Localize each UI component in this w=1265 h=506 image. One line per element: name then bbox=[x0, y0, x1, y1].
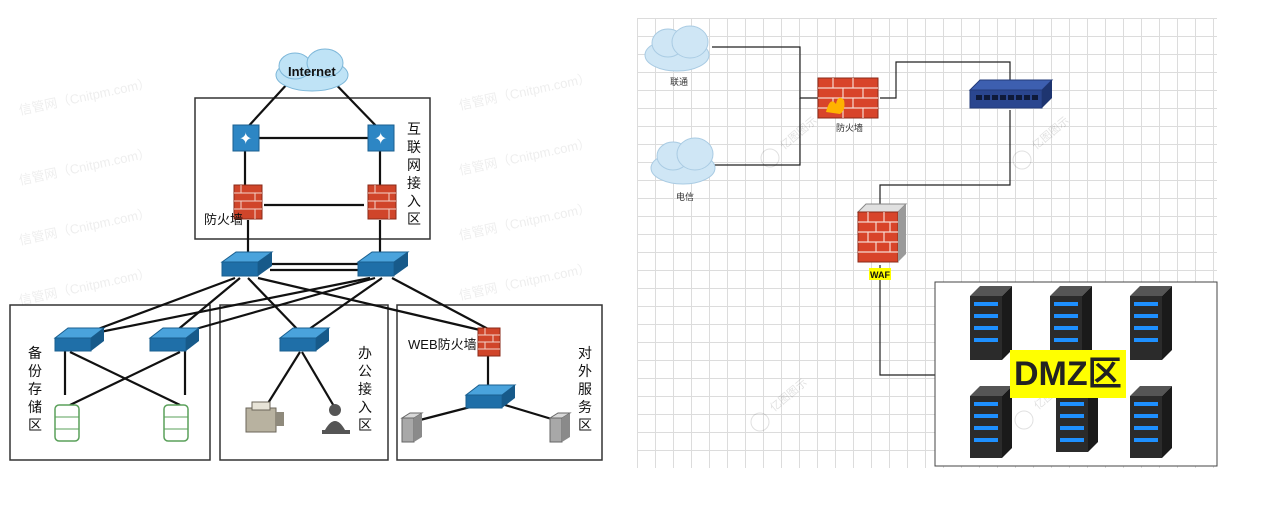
network-links bbox=[712, 46, 1011, 376]
svg-text:区: 区 bbox=[28, 417, 42, 433]
user-icon bbox=[322, 404, 350, 434]
zone-label-external-service: 对 外 服 务 区 bbox=[578, 345, 592, 433]
internet-access-zone-box bbox=[194, 97, 431, 240]
network-links bbox=[63, 69, 556, 422]
zone-label-storage: 备 份 存 储 区 bbox=[28, 345, 42, 433]
svg-text:入: 入 bbox=[407, 193, 421, 209]
svg-text:公: 公 bbox=[358, 363, 372, 379]
svg-text:存: 存 bbox=[28, 381, 42, 397]
svg-text:区: 区 bbox=[407, 211, 421, 227]
waf-firewall-icon bbox=[856, 203, 908, 263]
svg-text:份: 份 bbox=[28, 363, 42, 379]
web-firewall-label: WEB防火墙 bbox=[408, 337, 477, 352]
internet-label: Internet bbox=[288, 64, 336, 79]
svg-text:区: 区 bbox=[578, 417, 592, 433]
svg-text:办: 办 bbox=[358, 345, 372, 361]
waf-label: WAF bbox=[870, 270, 890, 280]
svg-text:外: 外 bbox=[578, 363, 592, 379]
svg-text:对: 对 bbox=[578, 345, 592, 361]
svg-text:亿图图示: 亿图图示 bbox=[1030, 114, 1072, 152]
zone-label-internet-access: 互 联 网 接 入 区 bbox=[407, 121, 421, 227]
cloud-icon bbox=[644, 25, 710, 72]
router-icon: ✦ bbox=[232, 124, 260, 152]
zone-label-office: 办 公 接 入 区 bbox=[358, 345, 372, 433]
server-rack-icon bbox=[1130, 386, 1172, 458]
svg-text:✦: ✦ bbox=[374, 131, 387, 148]
router-icon: ✦ bbox=[367, 124, 395, 152]
storage-disk-icon bbox=[54, 404, 80, 442]
office-switch-icon bbox=[278, 327, 331, 352]
server-rack-icon bbox=[1050, 286, 1092, 360]
dmz-servers bbox=[970, 286, 1172, 458]
svg-text:亿图图示: 亿图图示 bbox=[768, 376, 810, 414]
firewall-icon bbox=[233, 184, 263, 220]
svg-text:亿图图示: 亿图图示 bbox=[778, 114, 820, 152]
svg-text:接: 接 bbox=[358, 381, 372, 397]
left-network-diagram: Internet ✦ ✦ 防火墙 bbox=[9, 48, 603, 461]
printer-icon bbox=[245, 401, 284, 433]
storage-disk-icon bbox=[163, 404, 189, 442]
web-firewall-icon bbox=[477, 327, 501, 357]
core-switch-icon bbox=[356, 251, 410, 277]
storage-switch-icon bbox=[53, 327, 106, 352]
server-icon bbox=[400, 412, 424, 443]
server-rack-icon bbox=[970, 386, 1012, 458]
svg-text:✦: ✦ bbox=[239, 131, 252, 148]
svg-text:互: 互 bbox=[407, 121, 421, 137]
office-zone-box bbox=[219, 304, 389, 461]
server-rack-icon bbox=[1130, 286, 1172, 360]
storage-zone-box bbox=[9, 304, 211, 461]
storage-switch-icon bbox=[148, 327, 201, 352]
isp-telecom-label: 电信 bbox=[676, 191, 694, 202]
svg-text:备: 备 bbox=[28, 345, 42, 361]
dmz-zone-label: DMZ区 bbox=[1010, 350, 1126, 398]
svg-text:入: 入 bbox=[358, 399, 372, 415]
firewall-icon bbox=[817, 77, 879, 119]
server-icon bbox=[548, 412, 572, 443]
svg-text:接: 接 bbox=[407, 175, 421, 191]
external-switch-icon bbox=[464, 384, 517, 409]
internet-cloud-icon bbox=[275, 48, 349, 92]
server-rack-icon bbox=[970, 286, 1012, 360]
svg-text:储: 储 bbox=[28, 399, 42, 415]
cloud-icon bbox=[650, 137, 716, 185]
svg-text:务: 务 bbox=[578, 399, 592, 415]
svg-text:服: 服 bbox=[578, 381, 592, 397]
svg-text:联: 联 bbox=[407, 139, 421, 155]
external-service-zone-box bbox=[396, 304, 603, 461]
isp-unicom-label: 联通 bbox=[670, 77, 688, 87]
switch-icon bbox=[968, 79, 1054, 109]
svg-text:网: 网 bbox=[407, 157, 421, 173]
svg-text:区: 区 bbox=[358, 417, 372, 433]
firewall-label: 防火墙 bbox=[836, 122, 863, 133]
waf-label-highlight bbox=[869, 268, 891, 280]
core-switch-icon bbox=[220, 251, 274, 277]
firewall-icon bbox=[367, 184, 397, 220]
firewall-label: 防火墙 bbox=[204, 212, 243, 227]
